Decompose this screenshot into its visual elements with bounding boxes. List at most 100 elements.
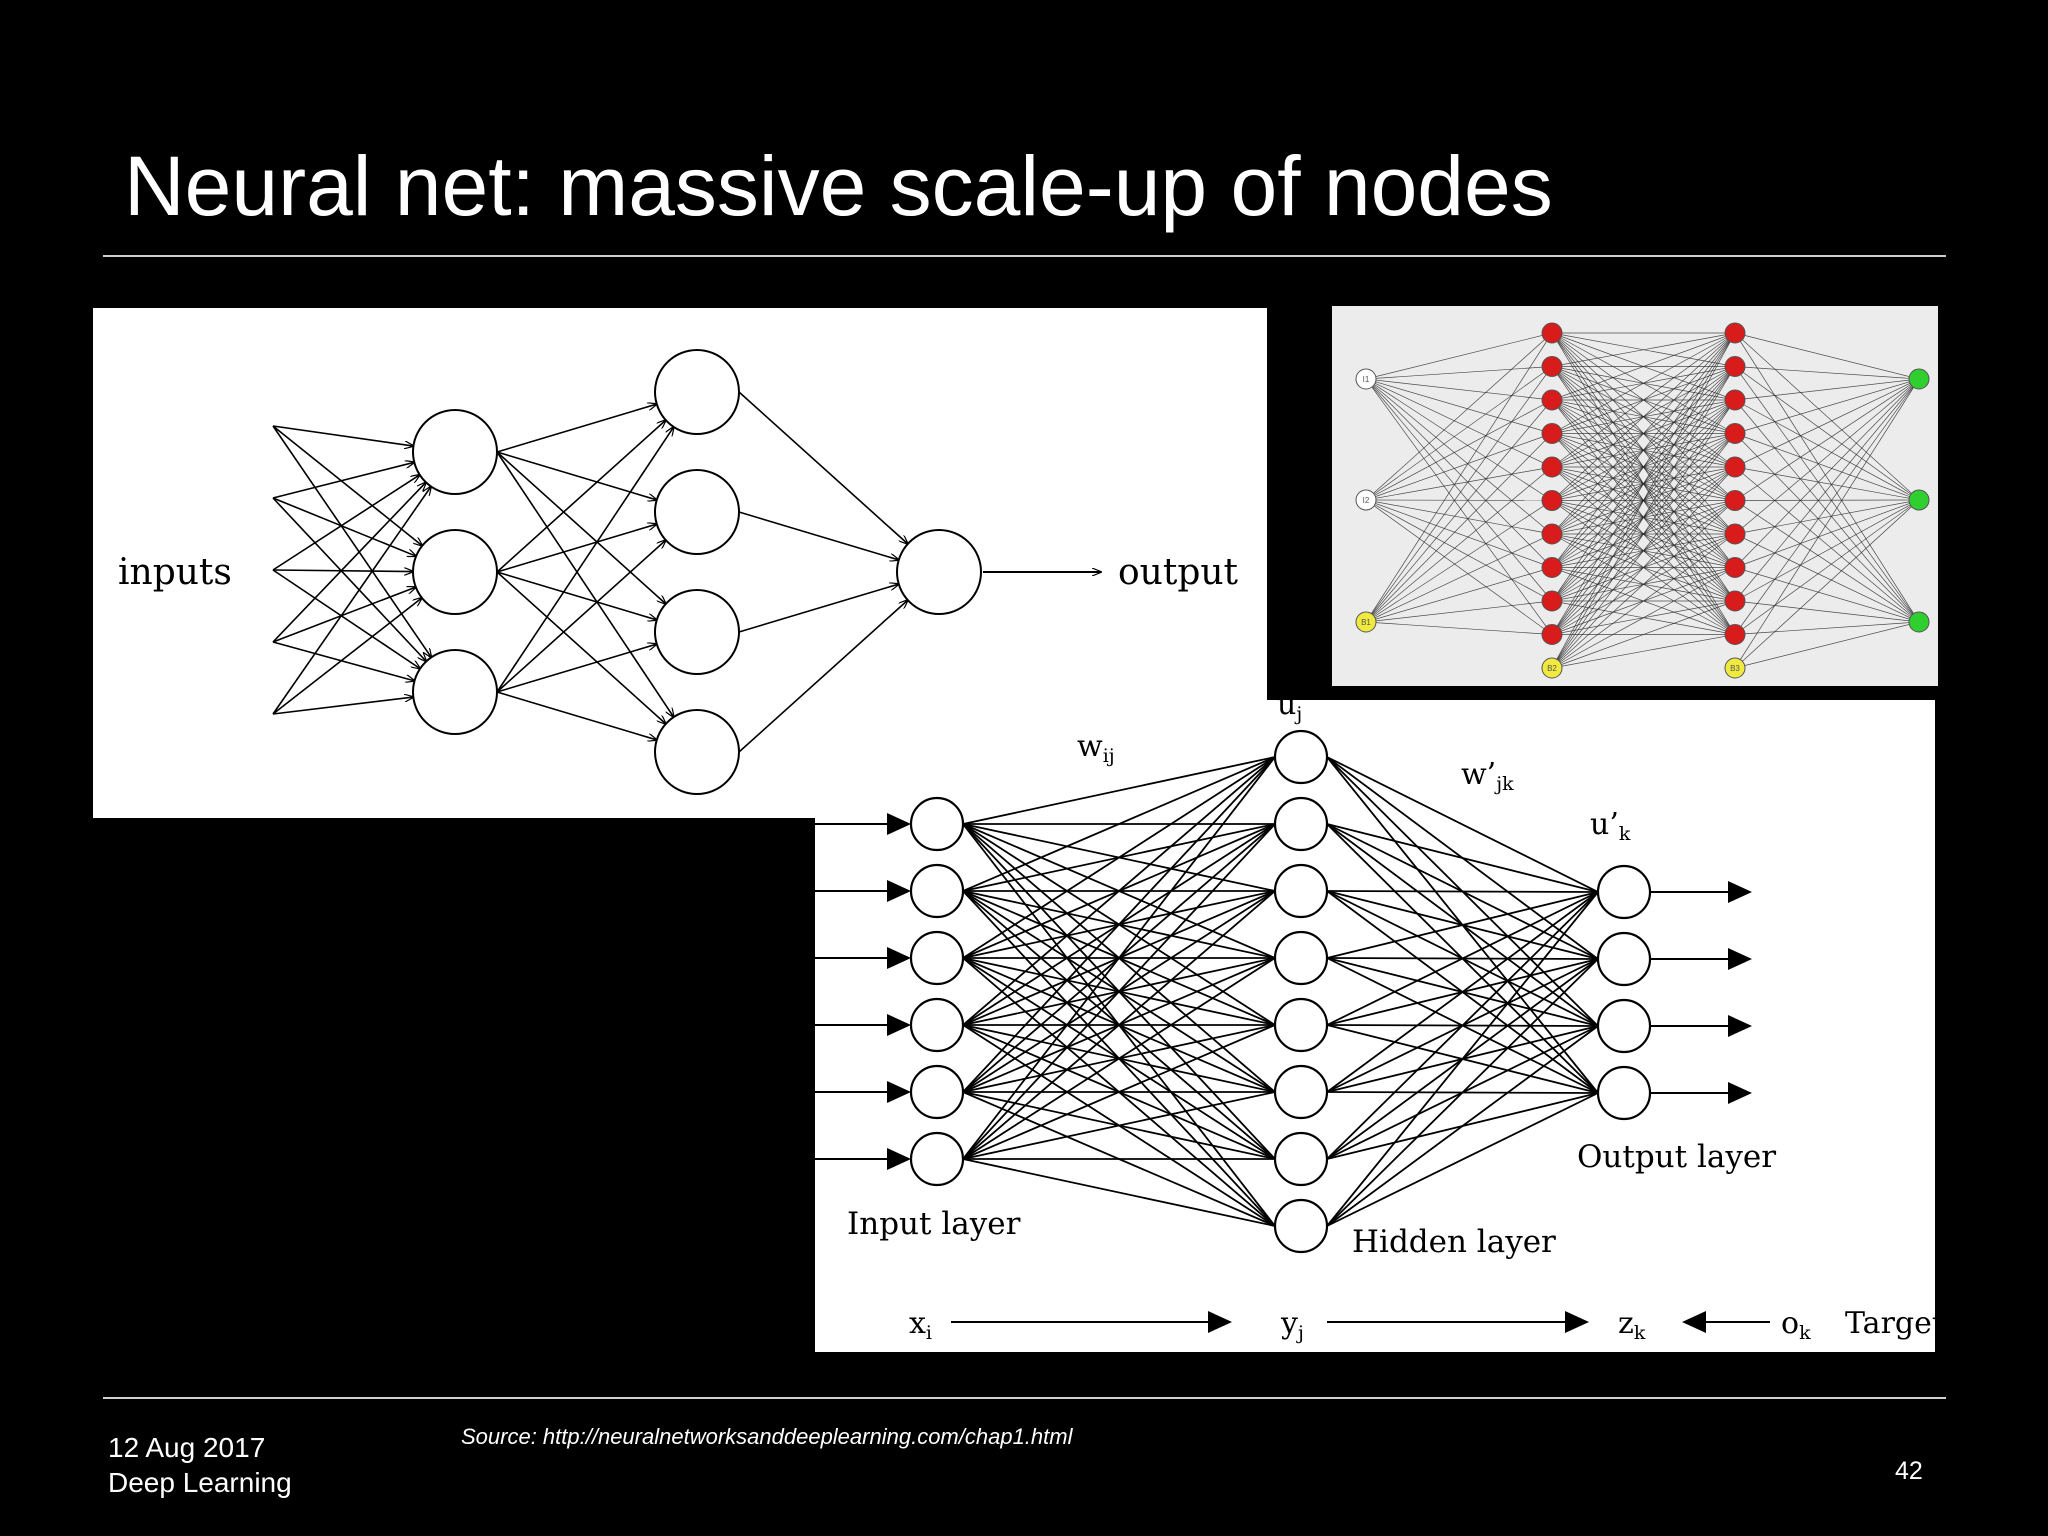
connection-edge [496,404,657,453]
connection-edge [272,569,420,669]
w-ij-label: wij [1077,729,1115,767]
hidden-neuron-1 [412,409,498,495]
dense-edge [1551,332,1736,535]
node-id-label: I2 [1363,496,1370,505]
weight-edge [962,756,1276,1093]
dense-edge [1734,499,1920,602]
hidden-node [1541,322,1563,344]
footer-course: Deep Learning [108,1467,292,1498]
hidden-neuron [1273,1064,1329,1120]
hidden-neuron [1273,863,1329,919]
dense-edge [1365,433,1553,623]
dense-edge [1734,378,1920,602]
dense-edge [1551,332,1736,568]
output-neuron [1596,998,1652,1054]
weighted-connections [962,756,1599,1227]
connection-edge [496,540,666,693]
dense-edge [1365,499,1553,501]
dense-edge [1734,378,1920,535]
node-id-label: B3 [1730,664,1740,673]
input-neuron [909,796,965,852]
connection-edge [496,691,657,740]
input-neuron [909,1131,965,1187]
hidden-node [1724,389,1746,411]
connection-edge [272,425,431,657]
o-k-label: ok [1781,1306,1811,1344]
dense-edge [1734,378,1920,468]
dense-edge [1365,378,1553,535]
connection-edge [272,598,422,715]
weight-edge [962,756,1276,825]
hidden-neuron-2 [654,349,740,435]
simple-network-diagram: inputs output [93,308,1267,818]
dense-edge [1551,332,1736,434]
node-id-label: I1 [1363,375,1370,384]
connection-edge [272,570,413,572]
output-layer-label: Output layer [1577,1139,1776,1175]
connection-edge [738,584,899,633]
hidden-node [1724,423,1746,444]
dense-edge [1365,332,1553,380]
connection-edge [738,600,908,753]
hidden-neuron [1273,729,1329,785]
hidden-neuron [1273,997,1329,1053]
output-neuron [1596,864,1652,920]
connection-edge [272,697,413,715]
hidden-node [1724,322,1746,344]
connection-edge [496,571,657,620]
dense-edge [1734,399,1920,501]
dense-edge [1734,600,1920,623]
dense-edge [1734,466,1920,623]
weight-edge [1326,891,1599,1160]
weight-edge [1326,823,1599,893]
dense-edge [1734,499,1920,535]
neuron-nodes [412,349,982,795]
u-k-label: u’k [1590,807,1631,845]
output-node [1908,368,1930,390]
dense-edge [1551,634,1736,669]
weight-edge [1326,1025,1599,1227]
dense-edge [1551,332,1736,501]
dense-edge [1734,466,1920,501]
input-neuron [909,1064,965,1120]
z-k-label: zk [1618,1306,1646,1344]
dense-edge [1365,378,1553,501]
slide-title: Neural net: massive scale-up of nodes [124,139,1553,233]
weight-edge [1326,891,1599,959]
weight-edge [1326,1092,1599,1227]
dense-edge [1734,378,1920,669]
dense-edge [1365,366,1553,623]
u-j-label: uj [1277,700,1302,725]
dense-edge [1734,378,1920,501]
dense-edge [1365,567,1553,623]
dense-edge [1365,378,1553,602]
dense-edge [1734,378,1920,401]
dense-edge [1365,466,1553,501]
dense-edge [1551,332,1736,401]
hidden-node [1724,456,1746,478]
input-neuron [909,997,965,1053]
connection-edge [272,425,413,446]
weight-edge [962,756,1276,892]
connection-edge [272,475,420,571]
dense-edge [1365,499,1553,568]
output-neuron [1596,1065,1652,1121]
dense-edge [1734,621,1920,669]
hidden-node [1541,490,1563,511]
dense-edge [1551,332,1736,367]
page-number: 42 [1895,1457,1923,1485]
footer-divider [103,1397,1946,1399]
hidden-neuron [1273,930,1329,986]
dense-edge [1734,332,1920,623]
output-node [1908,489,1930,511]
weight-edge [1326,891,1599,1227]
dense-edge [1734,378,1920,434]
dense-edge [1551,600,1736,669]
connection-edge [272,497,426,661]
weight-edge [1326,891,1599,1026]
bias-node [1541,657,1563,679]
hidden-neuron-2 [654,469,740,555]
dense-edge [1551,332,1736,468]
input-node [1355,489,1377,511]
